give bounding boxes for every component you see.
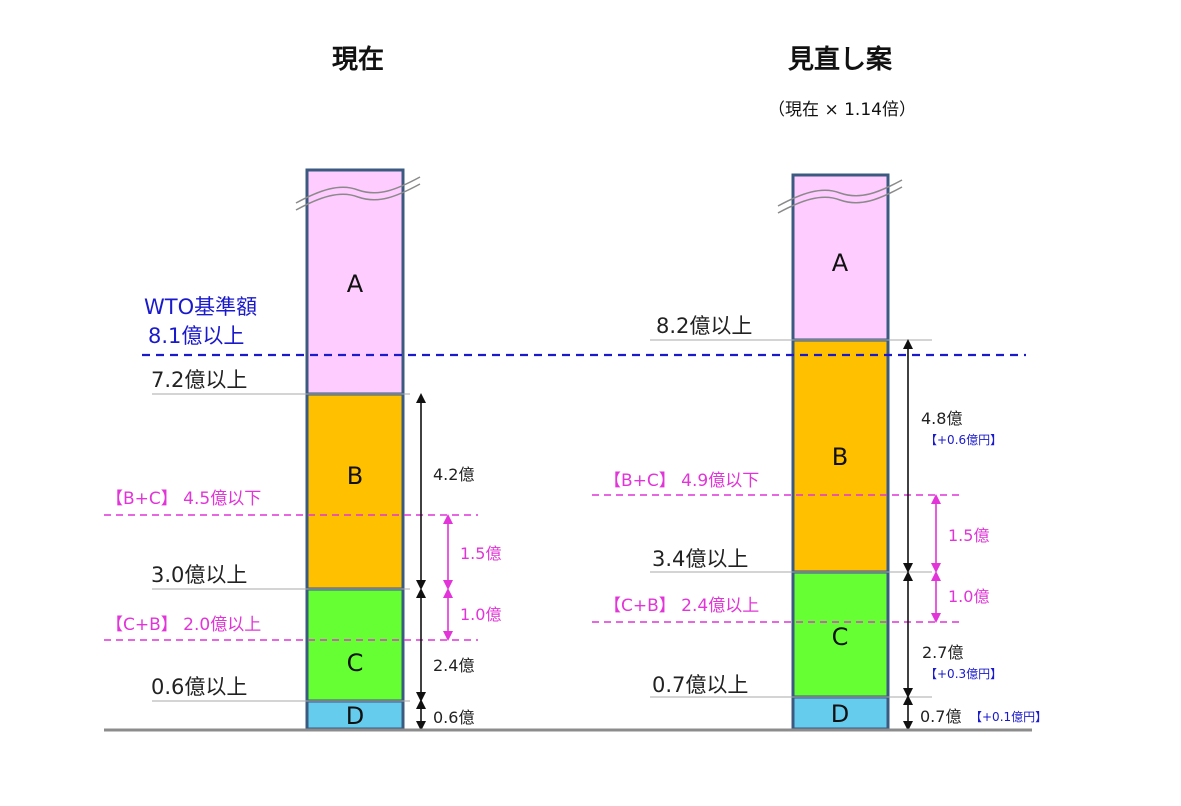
wto-label-line1: WTO基準額 <box>144 295 257 319</box>
proposed-threshold-b: 3.4億以上 <box>652 547 748 571</box>
proposed-subtitle: （現在 × 1.14倍） <box>768 100 916 120</box>
proposed-pink-range-upper: 1.5億 <box>948 526 989 545</box>
current-label-b: B <box>347 462 363 490</box>
proposed-label-c: C <box>832 623 849 651</box>
current-range-d: 0.6億 <box>433 708 474 727</box>
current-cb-limit-label: 【C+B】 2.0億以上 <box>106 615 261 635</box>
proposed-range-d: 0.7億 <box>920 707 961 726</box>
proposed-threshold-c: 0.7億以上 <box>652 673 748 697</box>
proposed-label-d: D <box>831 700 849 728</box>
current-pink-range-lower: 1.0億 <box>460 605 501 624</box>
current-segment-c <box>305 587 405 703</box>
current-label-d: D <box>346 702 364 730</box>
current-label-a: A <box>347 270 364 298</box>
proposed-break-mark-icon <box>777 179 903 214</box>
proposed-threshold-a: 8.2億以上 <box>656 314 752 338</box>
current-range-c: 2.4億 <box>433 656 474 675</box>
proposed-label-a: A <box>832 249 849 277</box>
proposed-title: 見直し案 <box>788 44 893 75</box>
current-column: A B C D 7.2億以上 3.0億以上 0.6億以上 WTO基準額 8.1億… <box>104 168 501 731</box>
current-threshold-c: 0.6億以上 <box>151 675 247 699</box>
proposed-range-c: 2.7億 <box>922 643 963 662</box>
current-threshold-b: 3.0億以上 <box>151 563 247 587</box>
current-title: 現在 <box>332 45 384 75</box>
current-label-c: C <box>347 649 364 677</box>
current-range-b: 4.2億 <box>433 465 474 484</box>
proposed-segment-b <box>791 338 890 574</box>
proposed-label-b: B <box>832 443 848 471</box>
current-segment-a <box>305 168 405 396</box>
proposed-pink-range-lower: 1.0億 <box>948 587 989 606</box>
current-bc-limit-label: 【B+C】 4.5億以下 <box>106 489 261 509</box>
proposed-delta-d: 【+0.1億円】 <box>970 710 1047 724</box>
current-pink-range-upper: 1.5億 <box>460 544 501 563</box>
current-segment-b <box>305 392 405 591</box>
proposed-cb-limit-label: 【C+B】 2.4億以上 <box>604 596 759 616</box>
wto-label-line2: 8.1億以上 <box>148 324 244 348</box>
proposed-column: A B C D 8.2億以上 3.4億以上 0.7億以上 【B+C】 4.9億以… <box>592 173 1047 731</box>
current-threshold-a: 7.2億以上 <box>151 368 247 392</box>
proposed-delta-c: 【+0.3億円】 <box>925 667 1002 681</box>
proposed-delta-b: 【+0.6億円】 <box>925 433 1002 447</box>
current-break-mark-icon <box>295 176 421 211</box>
proposed-range-b: 4.8億 <box>921 409 962 428</box>
proposed-bc-limit-label: 【B+C】 4.9億以下 <box>604 471 759 491</box>
proposed-segment-c <box>791 570 890 699</box>
